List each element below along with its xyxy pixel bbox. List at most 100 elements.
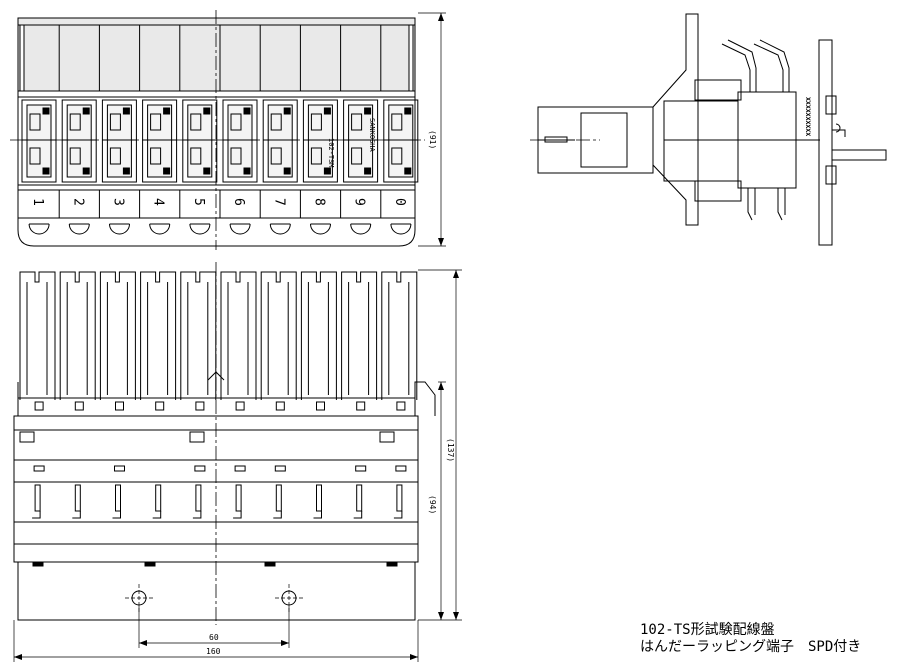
- terminal-marker-lower: [323, 167, 331, 175]
- wiring-pin-bend: [313, 511, 322, 519]
- pin-arc: [229, 223, 251, 235]
- terminal-module-insert: [106, 104, 132, 178]
- terminal-module: [61, 99, 97, 183]
- terminal-finger: [300, 271, 337, 400]
- terminal-marker-lower: [163, 167, 171, 175]
- terminal-module-frame: [61, 99, 97, 183]
- terminal-module-frame: [222, 99, 258, 183]
- terminal-square: [115, 401, 124, 411]
- front-terminal-row: [21, 99, 419, 183]
- terminal-contact-lower: [29, 147, 41, 165]
- terminal-finger: [341, 271, 378, 400]
- terminal-square-row: [18, 397, 415, 411]
- terminal-module: [222, 99, 258, 183]
- terminal-square: [195, 401, 205, 411]
- terminal-module: [262, 99, 298, 183]
- terminal-marker-lower: [42, 167, 50, 175]
- upper-edge-left: [19, 24, 25, 92]
- terminal-finger: [381, 271, 418, 400]
- pin-arc: [109, 223, 130, 235]
- terminal-marker-upper: [323, 107, 331, 115]
- terminal-marker-upper: [82, 107, 90, 115]
- terminal-square: [235, 401, 245, 411]
- terminal-square: [155, 401, 165, 411]
- title-line-2: はんだーラッピング端子 SPD付き: [640, 639, 862, 655]
- pin-arc: [149, 223, 171, 235]
- latch-clips: [19, 431, 407, 472]
- pin-arc: [28, 223, 50, 235]
- terminal-contact-upper: [391, 113, 403, 131]
- terminal-number: 2: [70, 198, 85, 206]
- terminal-module-frame: [302, 99, 338, 183]
- terminal-finger: [180, 271, 217, 400]
- latch-clip: [19, 431, 35, 443]
- terminal-marker-upper: [364, 107, 372, 115]
- terminal-module-insert: [66, 104, 92, 178]
- terminal-square: [74, 401, 84, 411]
- wiring-pin-bend: [353, 511, 363, 519]
- latch-clip: [189, 431, 205, 443]
- finger-outline: [59, 271, 96, 400]
- terminal-finger: [140, 271, 177, 400]
- finger-outline: [381, 271, 418, 400]
- terminal-module-frame: [182, 99, 218, 183]
- wiring-pin-bend: [32, 511, 41, 519]
- finger-outline: [260, 271, 297, 400]
- terminal-finger: [59, 271, 96, 400]
- wiring-pin: [115, 484, 121, 512]
- terminal-module: [302, 99, 338, 183]
- wiring-pin-bend: [112, 511, 121, 519]
- terminal-square: [356, 401, 366, 411]
- wiring-pin: [195, 484, 202, 512]
- terminal-module: [142, 99, 178, 183]
- terminal-finger: [19, 271, 56, 400]
- pin-arc: [350, 223, 372, 235]
- wiring-pin: [275, 484, 282, 512]
- base-feet: [32, 561, 398, 567]
- wiring-pin: [316, 484, 322, 512]
- dim-front-height: (91): [428, 130, 437, 149]
- base-foot: [386, 561, 398, 567]
- terminal-number: 0: [392, 198, 407, 206]
- finger-outline: [19, 271, 56, 400]
- terminal-contact-upper: [270, 113, 282, 131]
- terminal-contact-lower: [391, 147, 403, 165]
- terminal-module: [101, 99, 137, 183]
- terminal-module-insert: [227, 104, 253, 178]
- terminal-module-insert: [267, 104, 293, 178]
- pin-arc: [189, 223, 211, 235]
- terminal-contact-upper: [230, 113, 242, 131]
- terminal-marker-upper: [283, 107, 291, 115]
- title-line-1: 102-TS形試験配線盤: [640, 622, 775, 638]
- wiring-pin: [235, 484, 242, 512]
- pin-arc: [269, 223, 291, 235]
- terminal-contact-lower: [190, 147, 202, 165]
- terminal-module-insert: [388, 104, 414, 178]
- finger-outline: [220, 271, 257, 400]
- wiring-pin-bend: [152, 511, 162, 519]
- terminal-contact-upper: [69, 113, 81, 131]
- terminal-marker-upper: [163, 107, 171, 115]
- terminal-contact-upper: [109, 113, 121, 131]
- terminal-module-insert: [307, 104, 333, 178]
- pin-arc: [310, 223, 331, 235]
- terminal-square: [275, 401, 285, 411]
- wiring-pin: [74, 484, 81, 512]
- base-foot: [264, 561, 276, 567]
- latch-slot: [234, 465, 246, 472]
- dim-body-height: (94): [428, 495, 437, 514]
- latch-slot: [194, 465, 206, 472]
- latch-slot: [274, 465, 286, 472]
- terminal-module: [383, 99, 419, 183]
- terminal-module: [21, 99, 57, 183]
- terminal-marker-upper: [122, 107, 130, 115]
- terminal-square: [316, 401, 325, 411]
- terminal-marker-upper: [243, 107, 251, 115]
- terminal-module-frame: [262, 99, 298, 183]
- terminal-module-frame: [383, 99, 419, 183]
- terminal-module-insert: [26, 104, 52, 178]
- finger-outline: [99, 271, 136, 400]
- terminal-contact-lower: [150, 147, 162, 165]
